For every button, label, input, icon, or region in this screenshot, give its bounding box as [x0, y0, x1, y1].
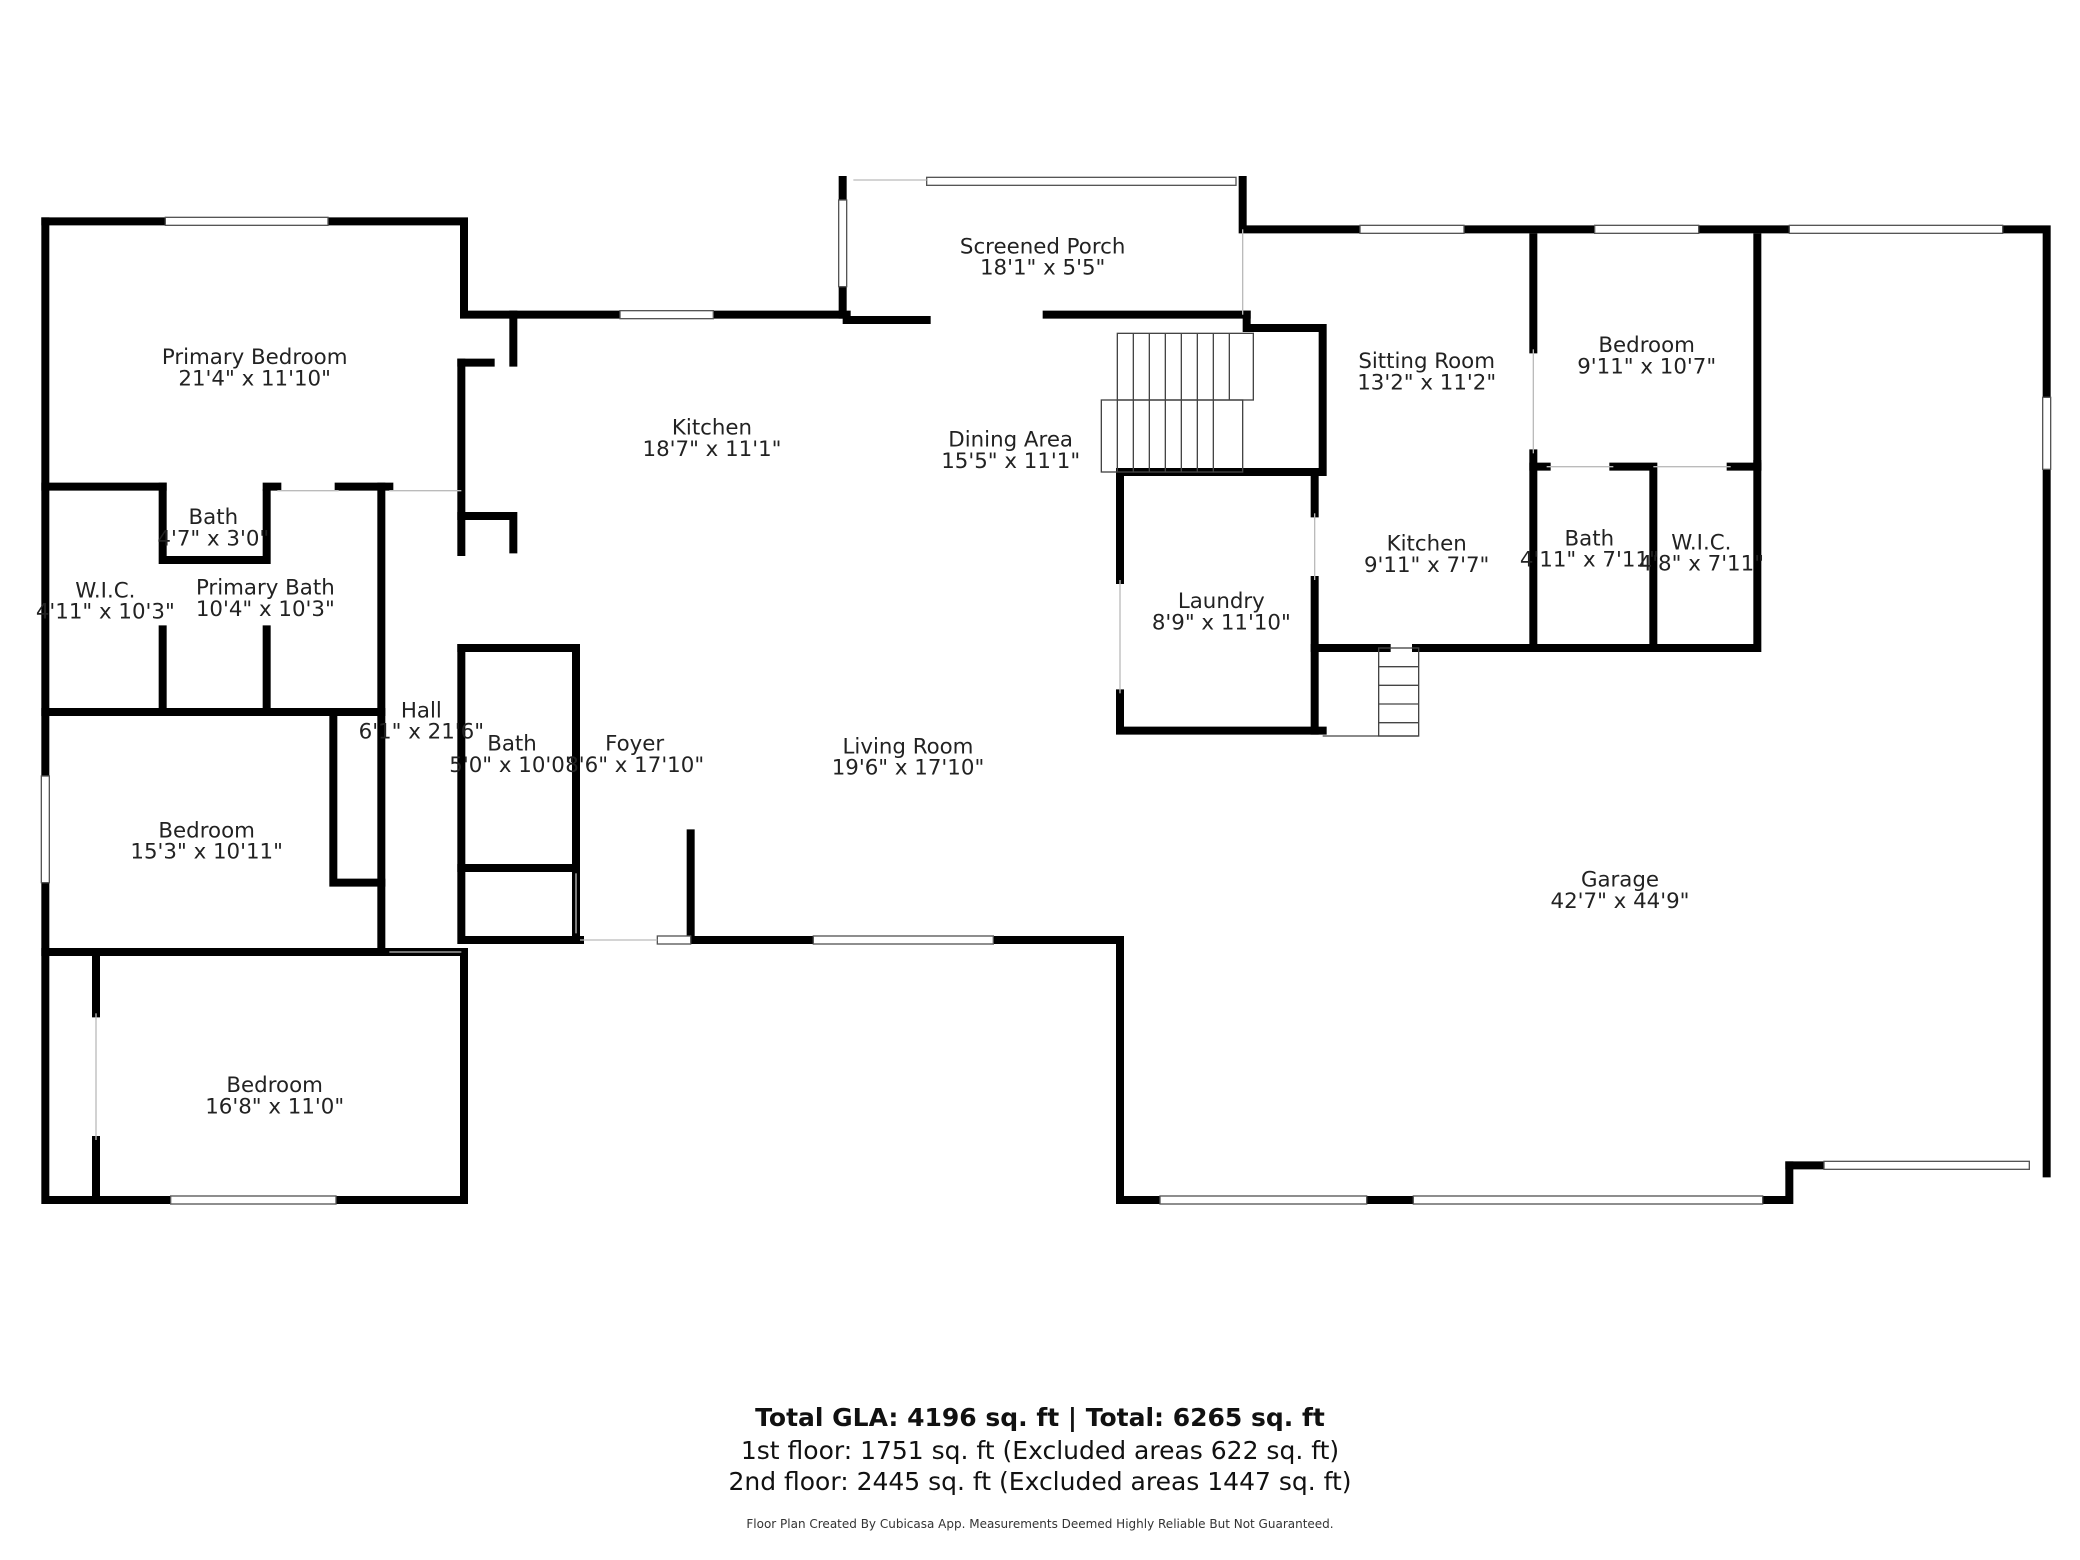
- room-name: Laundry: [1178, 589, 1265, 614]
- room-dims: 13'2" x 11'2": [1357, 370, 1496, 395]
- doorways: [95, 179, 1731, 1140]
- room-dims: 8'9" x 11'10": [1152, 610, 1291, 635]
- room-dims: 15'5" x 11'1": [941, 449, 1080, 474]
- room-dims: 18'1" x 5'5": [980, 256, 1105, 281]
- walls: [41, 176, 2051, 1204]
- room-dims: 4'11" x 10'3": [36, 600, 175, 625]
- room-dims: 4'8" x 7'11": [1639, 552, 1764, 577]
- room-dims: 4'7" x 3'0": [157, 526, 269, 551]
- windows: [40, 176, 2052, 1205]
- first-floor-area: 1st floor: 1751 sq. ft (Excluded areas 6…: [740, 1436, 1340, 1465]
- room-dims: 42'7" x 44'9": [1551, 889, 1690, 914]
- room-dims: 18'7" x 11'1": [643, 437, 782, 462]
- room-name: Bedroom: [158, 818, 254, 843]
- room-name: Foyer: [605, 732, 664, 757]
- room-name: Bedroom: [1598, 333, 1694, 358]
- room-dims: 19'6" x 17'10": [832, 756, 985, 781]
- room-dims: 8'6" x 17'10": [565, 753, 704, 778]
- room-name: Bedroom: [226, 1073, 322, 1098]
- room-dims: 5'0" x 10'0": [449, 753, 574, 778]
- room-name: W.I.C.: [1671, 530, 1731, 555]
- room-name: Kitchen: [1387, 532, 1467, 557]
- room-name: Primary Bath: [196, 576, 335, 601]
- total-area-summary: Total GLA: 4196 sq. ft | Total: 6265 sq.…: [755, 1403, 1325, 1432]
- disclaimer-note: Floor Plan Created By Cubicasa App. Meas…: [746, 1517, 1334, 1531]
- room-dims: 4'11" x 7'11": [1520, 548, 1659, 573]
- room-dims: 10'4" x 10'3": [196, 597, 335, 622]
- room-name: Living Room: [843, 734, 974, 759]
- stairs: [1100, 332, 1420, 737]
- room-dims: 15'3" x 10'11": [130, 840, 283, 865]
- room-name: Bath: [1565, 526, 1615, 551]
- room-dims: 16'8" x 11'0": [205, 1094, 344, 1119]
- room-name: Dining Area: [948, 428, 1073, 453]
- room-dims: 21'4" x 11'10": [178, 366, 331, 391]
- second-floor-area: 2nd floor: 2445 sq. ft (Excluded areas 1…: [728, 1467, 1352, 1496]
- room-name: Screened Porch: [960, 234, 1125, 259]
- room-name: W.I.C.: [75, 578, 135, 603]
- room-labels: Primary Bedroom 21'4" x 11'10" Bath 4'7"…: [36, 234, 1764, 1119]
- room-name: Garage: [1581, 868, 1659, 893]
- room-name: Hall: [401, 698, 442, 723]
- room-dims: 9'11" x 10'7": [1577, 354, 1716, 379]
- room-name: Sitting Room: [1358, 349, 1495, 374]
- room-name: Kitchen: [672, 416, 752, 441]
- room-dims: 6'1" x 21'6": [359, 720, 484, 745]
- room-dims: 9'11" x 7'7": [1364, 553, 1489, 578]
- room-name: Bath: [487, 732, 537, 757]
- room-name: Primary Bedroom: [162, 345, 348, 370]
- room-name: Bath: [189, 505, 239, 530]
